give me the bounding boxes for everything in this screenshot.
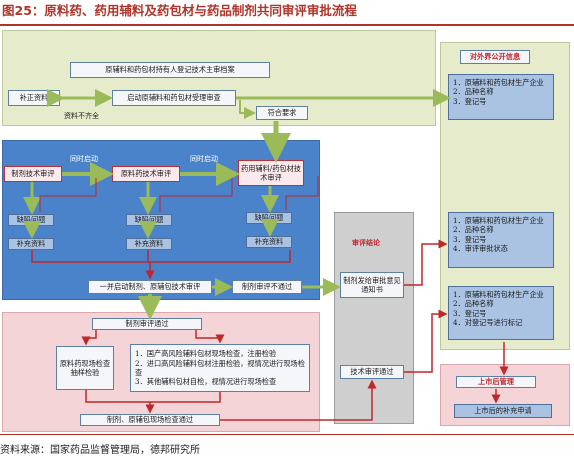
formulation-failed-box: 制剂审评不通过 — [232, 280, 302, 294]
inspection-item-1: 1．国产高风险辅料包材现场检查，注册检验 — [135, 349, 277, 359]
conclusion-header: 审评结论 — [352, 238, 380, 247]
post-market-supplement-box: 上市后的补充申请 — [454, 404, 552, 418]
registration-banner: 原辅料和药包材持有人登记技术主审档案 — [70, 62, 270, 78]
block2-line-2: 2．品种名称 — [453, 225, 494, 235]
api-inspection-text: 原料药现场检查抽样检验 — [59, 358, 111, 377]
block1-line-2: 2．品种名称 — [453, 87, 494, 97]
public-info-block-3: 1．原辅料和药包材生产企业 2．品种名称 3．登记号 4．对登记号进行标记 — [448, 286, 554, 340]
post-market-header-text: 上市后管理 — [478, 377, 514, 387]
block1-line-3: 3．登记号 — [453, 96, 487, 106]
post-market-header: 上市后管理 — [456, 376, 536, 388]
figure-title: 图25：原料药、药用辅料及药包材与药品制剂共同审评审批流程 — [2, 3, 357, 18]
excipient-inspection-box: 1．国产高风险辅料包材现场检查，注册检验 2．进口高风险辅料包材注册检验，视情况… — [130, 344, 310, 392]
meets-requirements-box: 符合要求 — [256, 106, 308, 120]
concurrent-start-label-2: 同时启动 — [190, 155, 218, 163]
site-inspection-passed-box: 制剂、原辅包现场检查通过 — [80, 414, 220, 426]
public-info-block-1: 1．原辅料和药包材生产企业 2．品种名称 3．登记号 — [448, 74, 554, 120]
excipient-review-box: 药用辅料/药包材技术审评 — [238, 160, 304, 186]
api-review-box: 原料药技术审评 — [112, 166, 180, 182]
block2-line-1: 1．原辅料和药包材生产企业 — [453, 216, 544, 225]
block3-line-4: 4．对登记号进行标记 — [453, 318, 523, 328]
public-info-header: 对外界公开信息 — [460, 50, 530, 64]
concurrent-start-label-1: 同时启动 — [70, 155, 98, 163]
block2-line-4: 4．审评审批状态 — [453, 244, 508, 254]
defect-box-excipient: 缺陷问题 — [246, 212, 292, 224]
formulation-review-box: 制剂技术审评 — [4, 166, 62, 182]
formulation-passed-box: 制剂审评通过 — [92, 318, 202, 330]
supplement-docs-box: 补正资料 — [8, 90, 60, 106]
supplement-box-api: 补充资料 — [126, 238, 172, 250]
public-info-header-text: 对外界公开信息 — [469, 52, 521, 62]
acceptance-review-box: 启动原辅料和药包材受理审查 — [112, 90, 236, 106]
block3-line-1: 1．原辅料和药包材生产企业 — [453, 290, 544, 299]
supplement-box-excipient: 补充资料 — [246, 236, 292, 248]
defect-box-formulation: 缺陷问题 — [8, 214, 54, 226]
inspection-item-2: 2．进口高风险辅料包材注册检验，视情况进行现场检查 — [135, 358, 305, 377]
approval-notice-box: 制剂发给审批意见通知书 — [340, 272, 404, 298]
source-divider — [0, 434, 574, 435]
block1-line-1: 1．原辅料和药包材生产企业 — [453, 78, 544, 87]
inspection-item-3: 3．其他辅料包材自检，视情况进行现场检查 — [135, 377, 277, 387]
block3-line-3: 3．登记号 — [453, 308, 487, 318]
registration-panel — [2, 30, 436, 126]
api-inspection-box: 原料药现场检查抽样检验 — [56, 346, 114, 390]
supplement-box-formulation: 补充资料 — [8, 238, 54, 250]
title-divider — [0, 24, 574, 26]
combined-review-box: 一并启动制剂、原辅包技术审评 — [88, 280, 212, 294]
defect-box-api: 缺陷问题 — [126, 214, 172, 226]
source-note: 资料来源：国家药品监督管理局，德邦研究所 — [0, 445, 200, 456]
tech-passed-box: 技术审评通过 — [340, 365, 404, 379]
block2-line-3: 3．登记号 — [453, 234, 487, 244]
public-info-block-2: 1．原辅料和药包材生产企业 2．品种名称 3．登记号 4．审评审批状态 — [448, 212, 554, 268]
block3-line-2: 2．品种名称 — [453, 299, 494, 309]
incomplete-label: 资料不齐全 — [64, 112, 99, 120]
